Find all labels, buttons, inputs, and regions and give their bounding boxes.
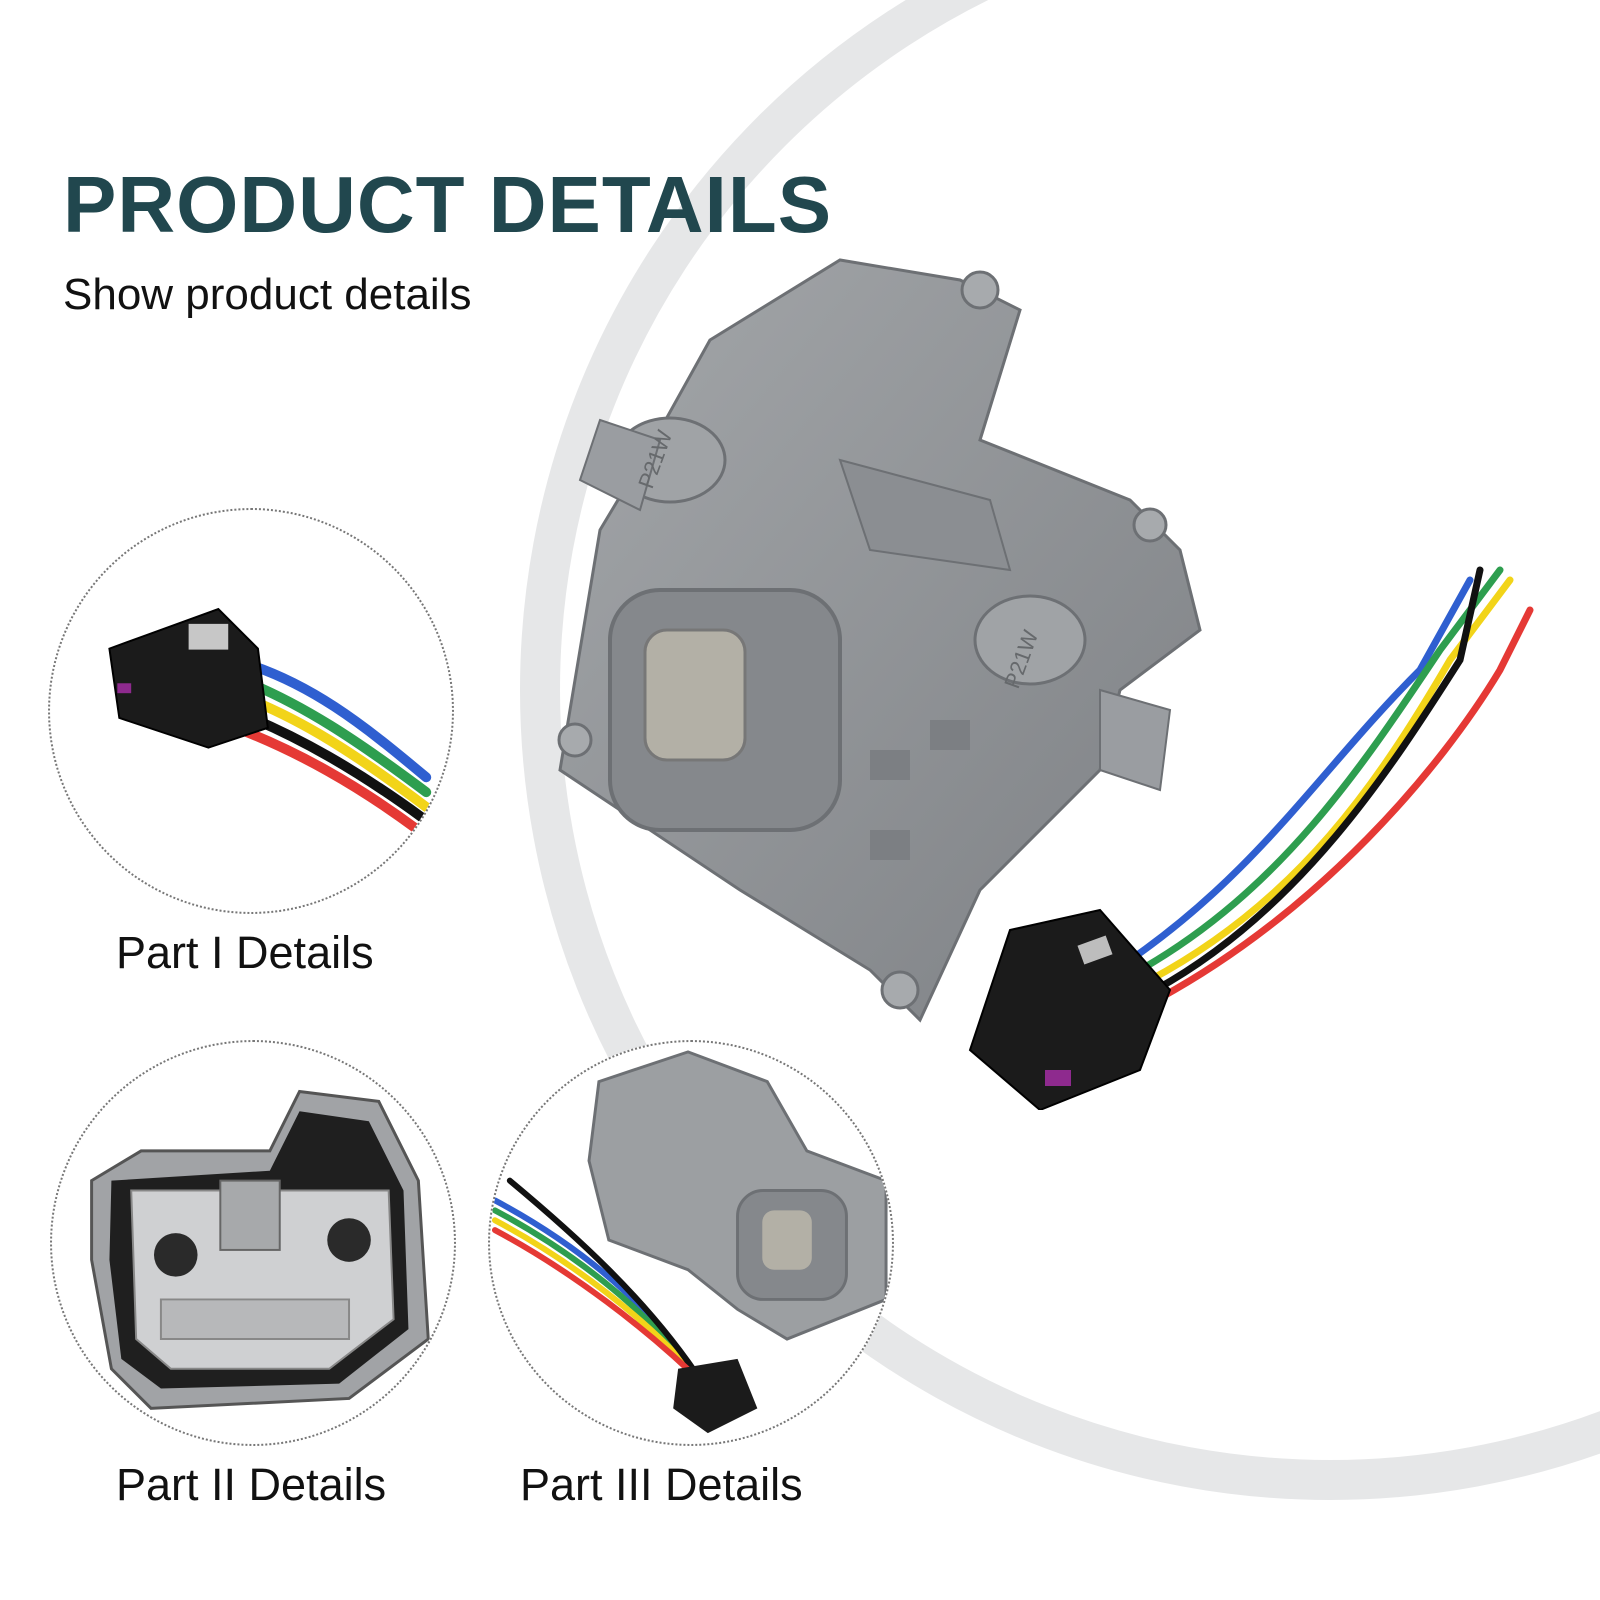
connector-plug — [968, 908, 1172, 1110]
housing: P21W P21W — [557, 258, 1202, 1023]
page-subtitle: Show product details — [63, 270, 472, 319]
connector-closeup-image — [108, 607, 432, 834]
detail-circle-part-3 — [488, 1040, 894, 1446]
wiring-harness — [1126, 566, 1534, 1002]
caption-part-3: Part III Details — [520, 1459, 803, 1510]
page-title: PRODUCT DETAILS — [63, 160, 833, 249]
housing-back-image — [90, 1089, 430, 1410]
main-product-image: P21W P21W — [557, 258, 1534, 1110]
detail-circle-part-1 — [48, 508, 454, 914]
assembly-overview-image — [491, 1050, 888, 1434]
caption-part-1: Part I Details — [116, 927, 374, 978]
caption-part-2: Part II Details — [116, 1459, 387, 1510]
detail-circle-part-2 — [50, 1040, 456, 1446]
